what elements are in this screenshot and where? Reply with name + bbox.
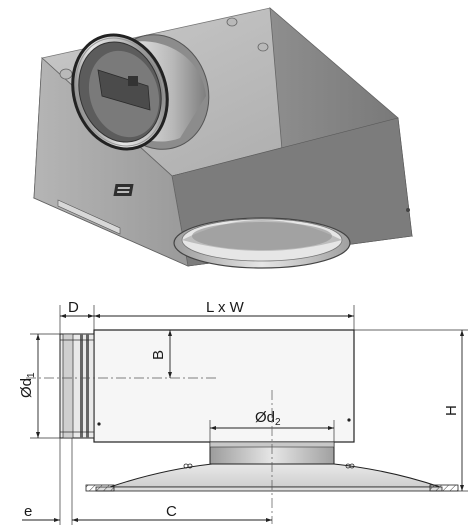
plenum-box-outline [93, 329, 355, 443]
inlet-spigot-side [59, 333, 95, 439]
technical-drawing: D L x W B Ød1 Ød2 H [18, 299, 468, 525]
product-3d-view [32, 7, 414, 269]
ceiling-right [429, 484, 459, 492]
mount-hole-icon [257, 42, 269, 52]
dimension-label-c: C [166, 503, 177, 520]
dimension-label-e: e [24, 503, 32, 520]
mount-hole-icon [59, 68, 73, 80]
dimension-label-b: B [150, 350, 167, 360]
bracket-icon [113, 184, 134, 196]
product-label-plate [57, 199, 121, 235]
outlet-spigot [173, 217, 351, 269]
inlet-collar [71, 33, 210, 151]
ceiling-left [85, 484, 115, 492]
dimension-label-d: D [68, 299, 79, 316]
dimension-label-od1: Ød1 [18, 372, 37, 398]
diffuser-plate [95, 463, 443, 492]
dimension-label-od2: Ød2 [255, 409, 281, 428]
dimension-label-lxw: L x W [206, 299, 245, 316]
mount-hole-icon [226, 17, 238, 27]
dimension-label-h: H [443, 405, 460, 416]
